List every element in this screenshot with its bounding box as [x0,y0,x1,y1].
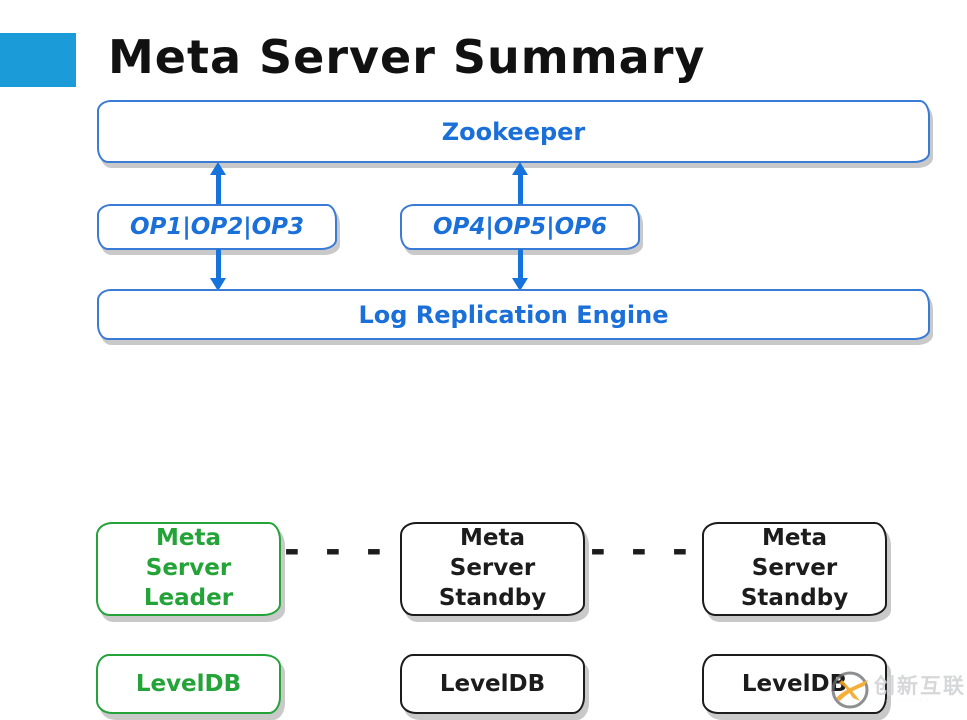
leveldb-box-standby-2: LevelDB [702,654,887,714]
arrow-up-op1-to-zookeeper [210,162,226,205]
arrow-up-op2-to-zookeeper [512,162,528,205]
meta-server-standby-box-2: Meta Server Standby [702,522,887,616]
op-group-box-2: OP4|OP5|OP6 [400,204,640,250]
leveldb-box-leader: LevelDB [96,654,281,714]
arrowhead-up-icon [512,162,528,175]
leveldb-box-standby-1: LevelDB [400,654,585,714]
leveldb-label-standby-2: LevelDB [741,671,848,697]
ellipsis-dashes: - - - [284,528,388,572]
meta-server-leader-box: Meta Server Leader [96,522,281,616]
page-title: Meta Server Summary [108,30,706,84]
arrowhead-down-icon [512,278,528,291]
zookeeper-label: Zookeeper [441,117,586,146]
log-replication-engine-box: Log Replication Engine [97,289,930,340]
watermark-text: 创新互联 [874,674,966,698]
watermark-subtext: · · · · · · · · · · · · [874,698,941,706]
arrowhead-up-icon [210,162,226,175]
meta-server-standby-label-1: Meta Server Standby [438,525,547,611]
meta-server-leader-label: Meta Server Leader [143,525,234,611]
zookeeper-box: Zookeeper [97,100,930,163]
meta-server-standby-box-1: Meta Server Standby [400,522,585,616]
op-group-label-2: OP4|OP5|OP6 [432,214,608,240]
meta-server-standby-label-2: Meta Server Standby [740,525,849,611]
op-group-box-1: OP1|OP2|OP3 [97,204,337,250]
op-group-label-1: OP1|OP2|OP3 [129,214,305,240]
title-accent-bar [0,33,76,87]
ellipsis-dashes: - - - [590,528,694,572]
leveldb-label-standby-1: LevelDB [439,671,546,697]
arrowhead-down-icon [210,278,226,291]
arrow-down-op2-to-logengine [512,249,528,291]
log-replication-engine-label: Log Replication Engine [358,300,669,329]
arrow-down-op1-to-logengine [210,249,226,291]
leveldb-label-leader: LevelDB [135,671,242,697]
